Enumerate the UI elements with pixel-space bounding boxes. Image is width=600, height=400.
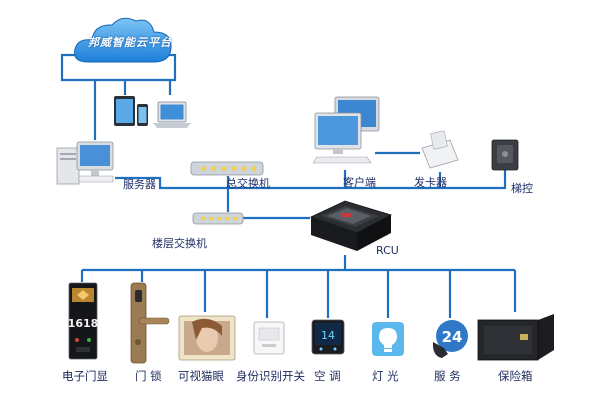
service-hours-text: 24: [442, 328, 463, 346]
ac-label: 空 调: [314, 369, 341, 383]
mobile-devices-icon: [114, 96, 191, 128]
light-bulb-icon: [372, 322, 404, 356]
card-issuer-label: 发卡器: [414, 176, 447, 189]
elevator-control-icon: [491, 139, 519, 171]
main-switch-label: 总交换机: [226, 177, 270, 190]
service-24h-icon: 24: [432, 320, 468, 358]
id-switch-label: 身份识别开关: [236, 369, 305, 383]
main-switch-icon: [190, 161, 264, 176]
door-display-icon: 1618: [68, 282, 98, 360]
video-peephole-icon: [178, 315, 236, 361]
elevator-control-label: 梯控: [511, 182, 533, 195]
server-label: 服务器: [123, 178, 156, 191]
cloud-title: 邦威智能云平台: [88, 36, 172, 49]
id-recognition-switch-icon: [253, 321, 285, 355]
client-computer-icon: [313, 96, 380, 164]
client-label: 客户端: [343, 176, 376, 189]
room-number-text: 1618: [68, 317, 98, 330]
rcu-label: RCU: [376, 244, 399, 257]
floor-switch-icon: [192, 212, 244, 225]
ac-thermostat-icon: 14: [311, 319, 345, 355]
rcu-controller-icon: [309, 200, 393, 251]
safe-label: 保险箱: [498, 369, 533, 383]
peephole-label: 可视猫眼: [178, 369, 224, 383]
door-lock-icon: [130, 282, 170, 364]
lighting-label: 灯 光: [372, 369, 399, 383]
server-computer-icon: [56, 141, 114, 185]
door-lock-label: 门 锁: [135, 369, 162, 383]
card-issuer-icon: [421, 130, 459, 169]
floor-switch-label: 楼层交换机: [152, 237, 207, 250]
service-label: 服 务: [434, 369, 461, 383]
door-display-label: 电子门显: [62, 369, 108, 383]
cloud-platform-icon: [74, 17, 172, 63]
thermostat-reading: 14: [321, 329, 335, 342]
safe-box-icon: [477, 314, 554, 361]
